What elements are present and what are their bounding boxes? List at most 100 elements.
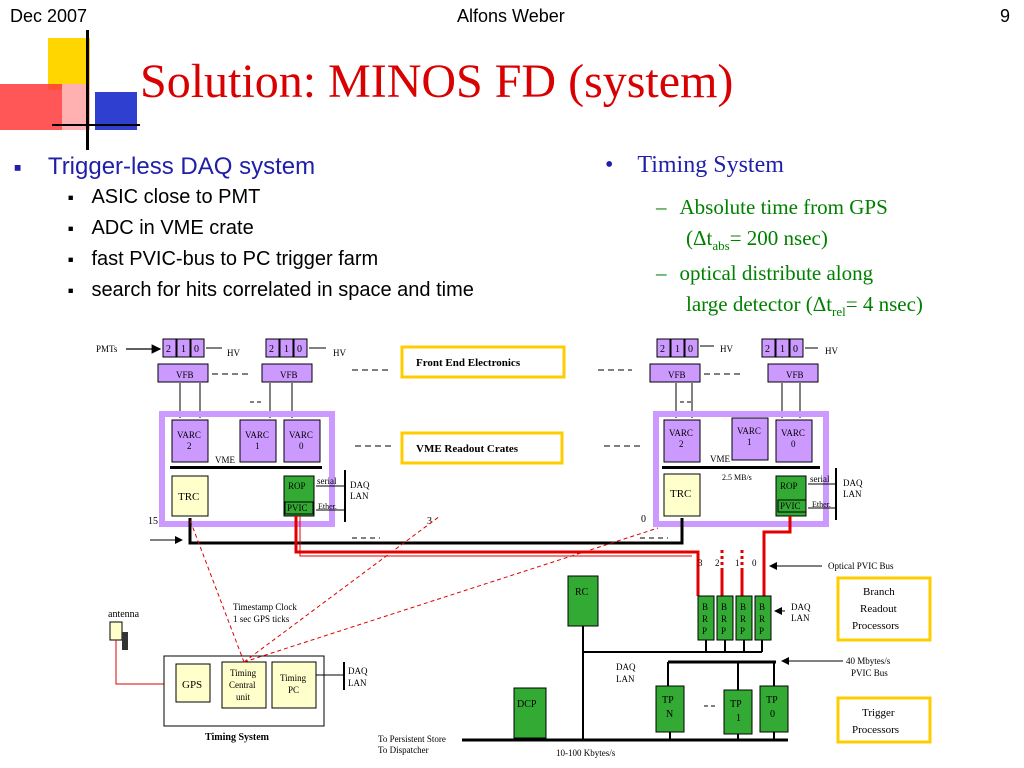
antenna-icon	[109, 621, 123, 641]
svg-text:0: 0	[791, 439, 796, 449]
timing-central-unit-box	[221, 661, 267, 709]
svg-text:1: 1	[284, 344, 289, 355]
svg-text:Timestamp Clock: Timestamp Clock	[233, 602, 297, 612]
svg-text:0: 0	[770, 709, 775, 720]
timing-pc-box	[271, 661, 317, 709]
svg-text:R: R	[740, 614, 746, 624]
veb-box	[261, 363, 313, 383]
svg-text:ROP: ROP	[288, 481, 306, 491]
svg-text:2: 2	[187, 441, 192, 451]
svg-text:VFB: VFB	[786, 370, 804, 380]
svg-text:2: 2	[765, 344, 770, 355]
branch-readout-callout	[836, 576, 932, 642]
svg-text:LAN: LAN	[348, 678, 367, 688]
svg-text:3: 3	[427, 516, 432, 527]
svg-text:Processors: Processors	[852, 724, 899, 736]
right-sub-bullet-optical: –optical distribute along large detector…	[656, 261, 923, 320]
svg-text:1: 1	[675, 344, 680, 355]
svg-text:P: P	[759, 626, 764, 636]
pmt-cells-left-b: 2 1 0	[265, 338, 308, 358]
svg-text:R: R	[721, 614, 727, 624]
pmt-cells-right-a: 2 1 0	[656, 338, 699, 358]
svg-text:VFB: VFB	[280, 370, 298, 380]
svg-text:Processors: Processors	[852, 620, 899, 632]
svg-text:Timing System: Timing System	[205, 732, 270, 743]
right-main-bullet-text: Timing System	[637, 152, 784, 178]
svg-text:1 sec GPS ticks: 1 sec GPS ticks	[233, 614, 290, 624]
svg-text:1: 1	[747, 437, 752, 447]
vme-readout-callout	[400, 431, 564, 465]
hv-label: HV	[227, 348, 240, 358]
svg-text:0: 0	[194, 344, 199, 355]
svg-text:VARC: VARC	[781, 428, 805, 438]
front-end-callout	[400, 345, 566, 379]
svg-text:serial: serial	[810, 474, 830, 484]
svg-text:Front End Electronics: Front End Electronics	[416, 357, 521, 369]
svg-text:1: 1	[736, 713, 741, 724]
svg-text:0: 0	[752, 558, 757, 568]
vme-crate-right	[653, 411, 829, 527]
dcp-box	[513, 687, 547, 739]
tp-n-box	[655, 685, 685, 733]
svg-text:VME: VME	[215, 455, 236, 465]
tp-1-box	[723, 689, 753, 735]
svg-text:1: 1	[780, 344, 785, 355]
svg-text:B: B	[759, 602, 765, 612]
svg-text:VARC: VARC	[177, 430, 201, 440]
svg-text:GPS: GPS	[182, 679, 202, 691]
svg-text:R: R	[702, 614, 708, 624]
svg-text:VARC: VARC	[289, 430, 313, 440]
right-sub-bullet-gps: –Absolute time from GPS (Δtabs= 200 nsec…	[656, 195, 888, 254]
svg-text:2: 2	[166, 344, 171, 355]
vme-crate-left	[159, 411, 335, 527]
svg-text:antenna: antenna	[108, 609, 140, 620]
rop-box-right	[775, 475, 807, 517]
svg-text:0: 0	[793, 344, 798, 355]
svg-text:P: P	[702, 626, 707, 636]
svg-text:1: 1	[255, 441, 260, 451]
timing-system-box	[163, 655, 325, 727]
svg-text:1: 1	[181, 344, 186, 355]
svg-text:ROP: ROP	[780, 481, 798, 491]
svg-text:DAQ: DAQ	[350, 480, 370, 490]
svg-text:VME Readout Crates: VME Readout Crates	[416, 443, 519, 455]
pmt-cells-right-b: 2 1 0	[761, 338, 804, 358]
veb-box	[157, 363, 209, 383]
rc-box	[567, 575, 599, 627]
svg-text:VARC: VARC	[669, 428, 693, 438]
corner-decoration	[0, 30, 140, 150]
svg-text:TP: TP	[766, 695, 778, 706]
svg-text:Central: Central	[229, 680, 256, 690]
svg-text:2: 2	[715, 558, 720, 568]
svg-text:Branch: Branch	[863, 586, 895, 598]
trc-box-left	[171, 475, 209, 517]
svg-text:TRC: TRC	[178, 491, 199, 503]
svg-text:VME: VME	[710, 454, 731, 464]
header-date: Dec 2007	[10, 6, 88, 26]
left-sub-bullet: ■fast PVIC-bus to PC trigger farm	[68, 248, 379, 270]
svg-text:0: 0	[641, 514, 646, 525]
svg-text:0: 0	[297, 344, 302, 355]
svg-text:PC: PC	[288, 685, 299, 695]
left-sub-bullet: ■ASIC close to PMT	[68, 186, 261, 208]
svg-text:unit: unit	[236, 692, 251, 702]
left-main-bullet: ■ Trigger-less DAQ system	[14, 153, 316, 180]
svg-text:TP: TP	[662, 695, 674, 706]
svg-text:Readout: Readout	[860, 603, 897, 615]
svg-text:VFB: VFB	[176, 370, 194, 380]
svg-text:VFB: VFB	[668, 370, 686, 380]
svg-text:DAQ: DAQ	[348, 666, 368, 676]
header-author: Alfons Weber	[457, 6, 565, 26]
svg-text:P: P	[721, 626, 726, 636]
svg-text:2: 2	[660, 344, 665, 355]
svg-text:TP: TP	[730, 699, 742, 710]
svg-text:VARC: VARC	[245, 430, 269, 440]
svg-text:DCP: DCP	[517, 699, 537, 710]
svg-text:B: B	[702, 602, 708, 612]
svg-text:RC: RC	[575, 587, 589, 598]
svg-text:P: P	[740, 626, 745, 636]
right-main-bullet: •Timing System	[605, 152, 784, 178]
left-main-bullet-text: Trigger-less DAQ system	[47, 153, 316, 180]
rop-box-left	[283, 475, 315, 517]
